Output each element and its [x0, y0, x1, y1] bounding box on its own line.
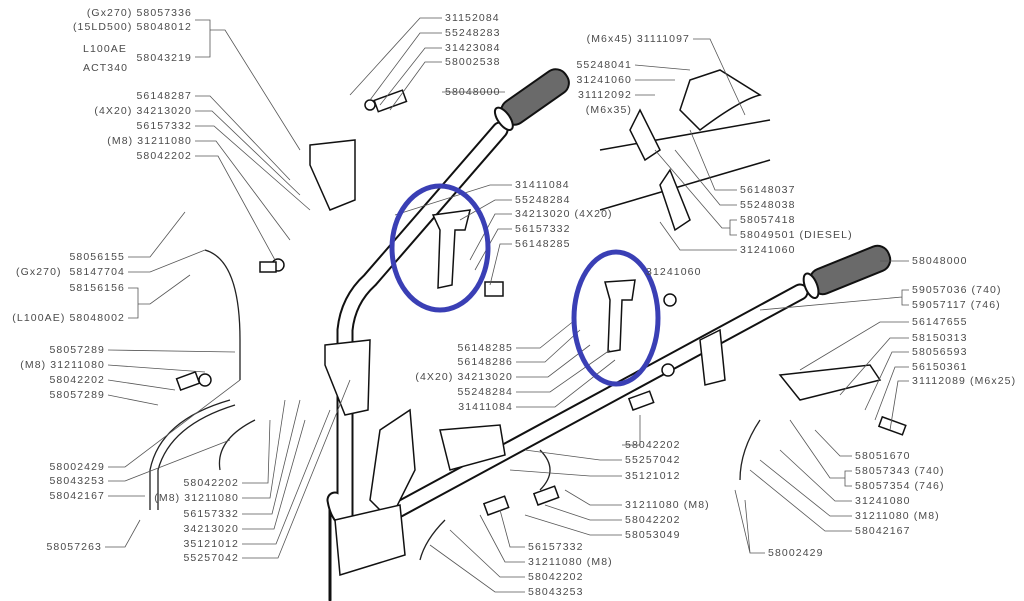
part-label: (15LD500) 58048012 — [72, 21, 192, 33]
highlight-ellipse-upper-lever — [389, 183, 491, 313]
part-label: 58156156 — [69, 282, 125, 294]
grip-right — [802, 244, 892, 299]
part-label: 55257042 — [625, 454, 681, 466]
part-label: 58057354 (746) — [855, 480, 945, 492]
part-label: 55248283 — [445, 27, 501, 39]
part-label: 55248041 — [576, 59, 632, 71]
part-label: (M6x35) — [585, 104, 632, 116]
part-label: 31411084 — [458, 401, 513, 413]
part-label: 56148286 — [457, 356, 513, 368]
part-label: (M8) 31211080 — [107, 135, 192, 147]
part-label: 58042202 — [136, 150, 192, 162]
part-label: (L100AE) 58048002 — [12, 312, 125, 324]
part-label: 58057289 — [49, 344, 105, 356]
part-label: 59057117 (746) — [912, 299, 1001, 311]
part-label: 58049501 (DIESEL) — [740, 229, 853, 241]
part-label: 58147704 — [69, 266, 125, 278]
part-label: 58042202 — [183, 477, 239, 489]
part-label: (M8) 31211080 — [154, 492, 239, 504]
part-label: ACT340 — [83, 62, 129, 74]
part-label: 31211080 (M8) — [855, 510, 940, 522]
part-label: 58057263 — [46, 541, 102, 553]
part-label: 58002429 — [768, 547, 824, 559]
part-label: (Gx270) 58057336 — [86, 7, 192, 19]
part-label: 58057418 — [740, 214, 796, 226]
part-label: 55248284 — [515, 194, 571, 206]
part-label: 58150313 — [912, 332, 968, 344]
part-label: 55248038 — [740, 199, 796, 211]
part-label: 58042167 — [49, 490, 105, 502]
part-label: 58057289 — [49, 389, 105, 401]
part-label: 31241080 — [855, 495, 911, 507]
part-label: 58042202 — [49, 374, 105, 386]
part-label: 35121012 — [183, 538, 239, 550]
part-label: 58057343 (740) — [855, 465, 945, 477]
part-label: 31241060 — [740, 244, 796, 256]
part-label: 56148285 — [457, 342, 513, 354]
part-label: 58042202 — [625, 439, 681, 451]
part-label: L100AE — [83, 43, 127, 55]
part-label: (Gx270) — [16, 266, 62, 278]
part-label: 59057036 (740) — [912, 284, 1002, 296]
part-label: 58042202 — [528, 571, 584, 583]
part-label: 31211080 (M8) — [625, 499, 710, 511]
part-label: 56148285 — [515, 238, 571, 250]
part-label: 56147655 — [912, 316, 968, 328]
part-label: 55257042 — [183, 552, 239, 564]
part-label: 31241060 — [576, 74, 632, 86]
part-label: 58048000 — [445, 86, 501, 98]
part-label: 31241060 — [646, 266, 702, 278]
part-label: 56150361 — [912, 361, 968, 373]
part-label: 58042167 — [855, 525, 911, 537]
part-label: 56148037 — [740, 184, 796, 196]
part-label: 34213020 (4X20) — [515, 208, 613, 220]
part-label: (M6x45) 31111097 — [586, 33, 690, 45]
part-label: (4X20) 34213020 — [94, 105, 192, 117]
part-label: 58043253 — [49, 475, 105, 487]
part-label: 56157332 — [528, 541, 584, 553]
part-label: 31423084 — [445, 42, 501, 54]
part-label: 31112089 (M6x25) — [912, 375, 1017, 387]
part-label: 56157332 — [136, 120, 192, 132]
part-label: 34213020 — [183, 523, 239, 535]
part-label: 58053049 — [625, 529, 681, 541]
part-label: 55248284 — [457, 386, 513, 398]
part-label: 56157332 — [515, 223, 571, 235]
part-label: 58043253 — [528, 586, 584, 598]
part-label: 31211080 (M8) — [528, 556, 613, 568]
part-label: (4X20) 34213020 — [415, 371, 513, 383]
part-label: 31152084 — [445, 12, 500, 24]
part-label: 56148287 — [136, 90, 192, 102]
part-label: 31411084 — [515, 179, 570, 191]
grip-left — [493, 68, 570, 131]
highlight-ellipse-lower-lever — [571, 249, 661, 387]
part-label: 58042202 — [625, 514, 681, 526]
part-label: 58051670 — [855, 450, 911, 462]
part-label: 58043219 — [136, 52, 192, 64]
part-label: 56157332 — [183, 508, 239, 520]
part-label: 58056593 — [912, 346, 968, 358]
part-label: 31112092 — [578, 89, 632, 101]
part-label: 58048000 — [912, 255, 968, 267]
part-label: 58002429 — [49, 461, 105, 473]
part-label: (M8) 31211080 — [20, 359, 105, 371]
part-label: 35121012 — [625, 470, 681, 482]
part-label: 58002538 — [445, 56, 501, 68]
part-label: 58056155 — [69, 251, 125, 263]
